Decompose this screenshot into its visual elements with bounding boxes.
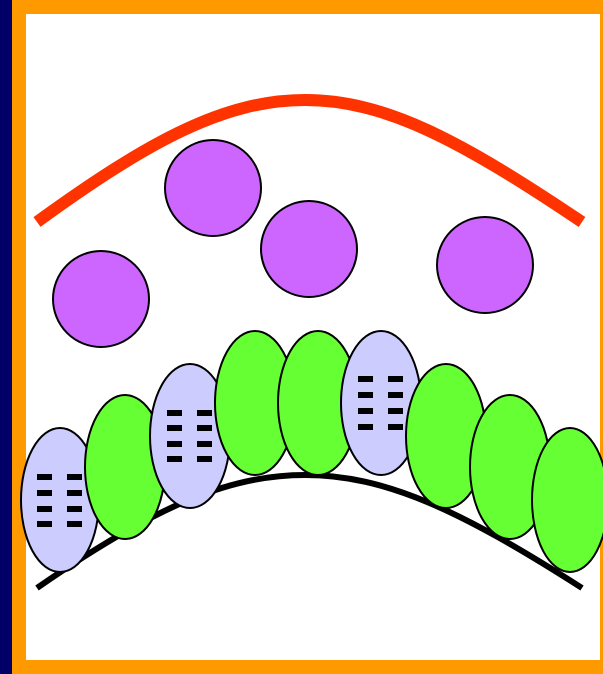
green-cell <box>532 428 603 572</box>
purple-circle <box>165 140 261 236</box>
purple-circle <box>53 251 149 347</box>
purple-circle <box>437 217 533 313</box>
purple-circle <box>261 201 357 297</box>
